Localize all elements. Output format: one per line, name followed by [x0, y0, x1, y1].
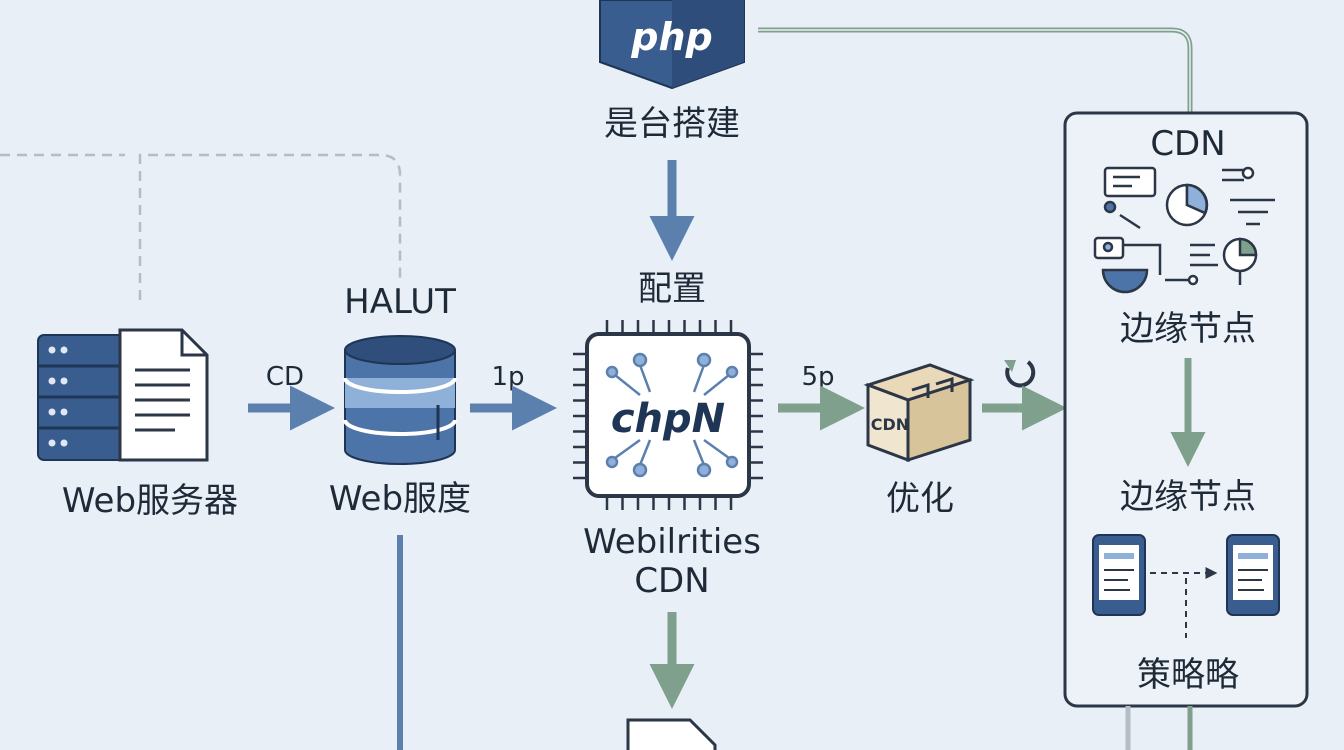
- web-server-icon: [37, 334, 134, 461]
- panel-edge-node-label-mid: 边缘节点: [1120, 477, 1256, 517]
- php-logo-icon: php: [599, 0, 745, 90]
- chip-title: 配置: [638, 269, 706, 309]
- php-to-panel-line: [758, 27, 1193, 112]
- chip-label-line2: CDN: [634, 561, 709, 601]
- optimize-label: 优化: [886, 479, 954, 519]
- analytics-icons-cluster: [1093, 166, 1275, 294]
- edge-label-1p: 1p: [491, 362, 524, 392]
- dashed-connectors: [0, 153, 402, 300]
- document-icon: [118, 328, 209, 462]
- chip-logo-text: chpN: [611, 396, 725, 442]
- panel-edge-node-label-top: 边缘节点: [1120, 309, 1256, 349]
- cdn-box-icon: CDN: [863, 363, 975, 463]
- device-sync-arrows: [1150, 567, 1218, 638]
- device-right-icon: [1226, 534, 1280, 616]
- bottom-document-icon: [626, 718, 717, 750]
- panel-strategy-label: 策略略: [1137, 655, 1239, 695]
- database-icon: [343, 335, 457, 465]
- web-server-label: Web服务器: [62, 481, 238, 521]
- php-logo-text: php: [630, 15, 712, 59]
- halut-title: HALUT: [344, 282, 456, 322]
- refresh-icon: [1004, 360, 1036, 388]
- edge-label-5p: 5p: [801, 362, 834, 392]
- chip-label-line1: Webilrities: [583, 522, 761, 562]
- device-left-icon: [1092, 534, 1146, 616]
- halut-label: Web服度: [329, 479, 471, 519]
- cdn-box-logo-text: CDN: [871, 415, 909, 434]
- php-label: 是台搭建: [604, 104, 740, 144]
- cdn-chip-icon: chpN: [573, 320, 763, 510]
- panel-title: CDN: [1150, 124, 1225, 164]
- edge-label-cd: CD: [266, 362, 304, 392]
